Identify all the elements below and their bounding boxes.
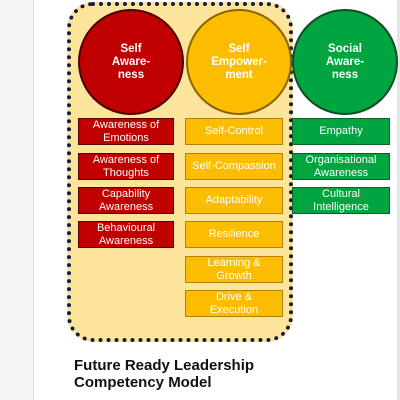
- awareness-of-thoughts-box: Awareness of Thoughts: [78, 153, 174, 180]
- model-title: Future Ready Leadership Competency Model: [74, 357, 255, 391]
- learning-growth-box: Learning & Growth: [185, 256, 283, 283]
- self-compassion-box: Self-Compassion: [185, 153, 283, 180]
- self-control-box: Self-Control: [185, 118, 283, 145]
- organisational-awareness-box: Organisational Awareness: [292, 153, 390, 180]
- self-awareness-circle: Self Aware- ness: [78, 9, 184, 115]
- drive-execution-box: Drive & Execution: [185, 290, 283, 317]
- social-awareness-circle: Social Aware- ness: [292, 9, 398, 115]
- right-edge: [397, 0, 400, 400]
- self-empowerment-circle: Self Empower- ment: [186, 9, 292, 115]
- cultural-intelligence-box: Cultural Intelligence: [292, 187, 390, 214]
- capability-awareness-box: Capability Awareness: [78, 187, 174, 214]
- behavioural-awareness-box: Behavioural Awareness: [78, 221, 174, 248]
- awareness-of-emotions-box: Awareness of Emotions: [78, 118, 174, 145]
- empathy-box: Empathy: [292, 118, 390, 145]
- resilience-box: Resilience: [185, 221, 283, 248]
- left-gutter: [0, 0, 34, 400]
- adaptability-box: Adaptability: [185, 187, 283, 214]
